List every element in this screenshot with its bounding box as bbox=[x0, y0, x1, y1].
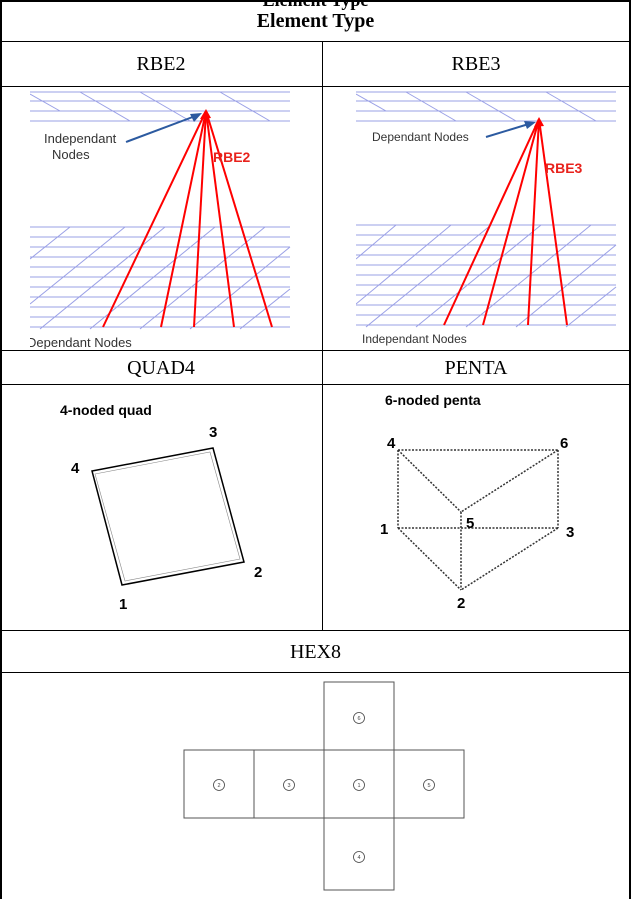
table-border-top bbox=[0, 0, 631, 2]
rule-5 bbox=[0, 630, 631, 631]
penta-title: 6-noded penta bbox=[385, 392, 481, 408]
cell-rbe3: RBE3 bbox=[451, 53, 501, 75]
hex8-face-2: 2 bbox=[217, 783, 220, 789]
rbe3-arrowhead bbox=[524, 121, 536, 129]
rbe3-bottom-mesh bbox=[356, 224, 617, 328]
rbe2-independent-line2: Nodes bbox=[52, 147, 90, 162]
rbe2-dependent-label: Dependant Nodes bbox=[30, 335, 132, 349]
cell-penta: PENTA bbox=[444, 357, 508, 379]
hex8-face-3: 3 bbox=[287, 783, 290, 789]
cut-caption: Element Type bbox=[262, 0, 369, 10]
rbe2-top-mesh bbox=[30, 91, 290, 122]
table-border-left bbox=[0, 0, 2, 899]
penta-node-2: 2 bbox=[457, 595, 465, 612]
rbe2-arrowhead bbox=[190, 113, 202, 122]
rbe2-arrow bbox=[125, 114, 199, 143]
quad4-inner-edge bbox=[94, 451, 241, 582]
hex8-face-markers bbox=[213, 712, 435, 863]
rbe2-element-label: RBE2 bbox=[213, 149, 251, 165]
rule-1 bbox=[0, 41, 631, 42]
rule-2 bbox=[0, 86, 631, 87]
penta-edges bbox=[397, 449, 559, 591]
table-border-right bbox=[629, 0, 631, 899]
rbe3-element-label: RBE3 bbox=[545, 160, 583, 176]
rule-4 bbox=[0, 384, 631, 385]
rbe3-dependent-label: Dependant Nodes bbox=[372, 130, 469, 144]
quad4-element bbox=[91, 447, 245, 586]
rule-3 bbox=[0, 350, 631, 351]
penta-node-1: 1 bbox=[380, 521, 388, 538]
hex8-face-5: 5 bbox=[427, 783, 430, 789]
rbe3-independent-label: Independant Nodes bbox=[362, 332, 467, 346]
rbe3-arrow bbox=[485, 122, 533, 138]
cell-hex8: HEX8 bbox=[289, 641, 342, 663]
penta-node-6: 6 bbox=[560, 435, 568, 452]
cell-rbe2: RBE2 bbox=[136, 53, 186, 75]
cell-quad4: QUAD4 bbox=[127, 357, 195, 379]
quad4-node-4: 4 bbox=[71, 460, 80, 477]
rbe3-top-mesh bbox=[356, 91, 616, 122]
rbe2-independent-line1: Independant bbox=[44, 131, 117, 146]
rbe2-master-node bbox=[200, 109, 211, 119]
rbe3-red-lines bbox=[443, 118, 568, 326]
penta-figure: 6-noded penta 1 2 3 4 5 6 bbox=[380, 392, 574, 612]
hex8-face-6: 6 bbox=[357, 716, 360, 722]
penta-node-3: 3 bbox=[566, 524, 574, 541]
quad4-node-1: 1 bbox=[119, 596, 127, 613]
quad4-node-2: 2 bbox=[254, 564, 262, 581]
column-divider bbox=[322, 41, 323, 630]
quad4-figure: 4-noded quad 1 2 3 4 bbox=[60, 402, 262, 613]
quad4-node-3: 3 bbox=[209, 424, 217, 441]
penta-node-4: 4 bbox=[387, 435, 396, 452]
penta-node-5: 5 bbox=[466, 515, 474, 532]
rbe3-figure: Dependant Nodes RBE3 Independant Nodes bbox=[356, 91, 617, 346]
hex8-faces bbox=[183, 681, 465, 891]
rule-6 bbox=[0, 672, 631, 673]
table-header: Element Type bbox=[256, 10, 375, 32]
hex8-figure: 6 2 3 1 5 4 bbox=[183, 681, 465, 891]
rbe2-red-lines bbox=[102, 110, 273, 328]
quad4-title: 4-noded quad bbox=[60, 402, 152, 418]
hex8-face-4: 4 bbox=[357, 855, 360, 861]
rbe2-bottom-mesh bbox=[30, 226, 291, 330]
hex8-face-1: 1 bbox=[357, 783, 360, 789]
rbe2-figure: Independant Nodes RBE2 Dependant Nodes bbox=[30, 91, 291, 349]
rbe3-reference-node bbox=[534, 117, 544, 127]
